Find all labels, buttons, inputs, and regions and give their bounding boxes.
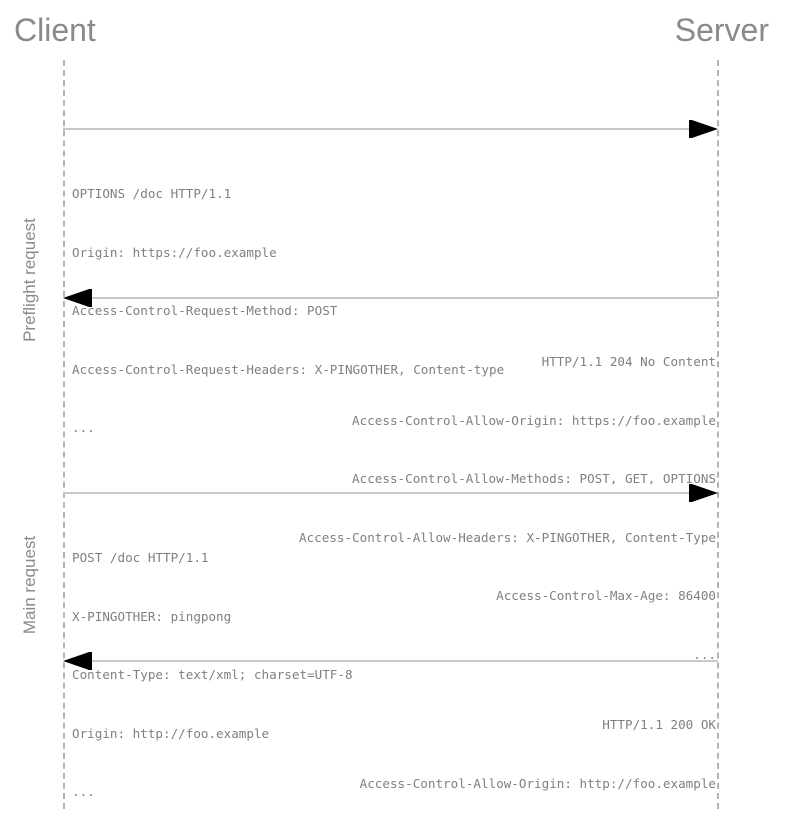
message-line: Origin: https://foo.example [72,244,277,260]
message-line: Access-Control-Allow-Methods: POST, GET,… [352,471,716,486]
arrow-preflight-request-rightward [63,120,718,138]
message-text-main-request: POST /doc HTTP/1.1 X-PINGOTHER: pingpong… [72,509,353,829]
message-text-preflight-request: OPTIONS /doc HTTP/1.1 Origin: https://fo… [72,145,504,477]
message-line: Access-Control-Allow-Headers: X-PINGOTHE… [298,529,716,545]
lifeline-client [63,60,65,809]
message-line: HTTP/1.1 200 OK [602,717,716,732]
message-line: ... [72,420,95,435]
message-line: Access-Control-Allow-Origin: http://foo.… [359,775,716,791]
message-line: OPTIONS /doc HTTP/1.1 [72,186,232,201]
message-line: Origin: http://foo.example [72,725,270,741]
message-line: Access-Control-Allow-Origin: https://foo… [352,412,716,428]
message-text-preflight-response: HTTP/1.1 204 No Content Access-Control-A… [299,313,716,703]
lifeline-server [717,60,719,809]
message-line: ... [693,646,716,662]
message-line: Content-Type: text/xml; charset=UTF-8 [72,667,353,682]
arrow-main-response-leftward [63,652,718,670]
message-line: Access-Control-Max-Age: 86400 [496,588,716,603]
actor-label-server: Server [674,12,769,48]
message-line: POST /doc HTTP/1.1 [72,550,209,565]
phase-label-preflight-request: Preflight request [20,218,39,342]
actor-label-client: Client [14,12,96,48]
message-line: Access-Control-Request-Method: POST [72,303,338,318]
message-line: Access-Control-Request-Headers: X-PINGOT… [72,361,505,377]
phase-label-main-request: Main request [20,535,39,635]
message-text-main-response: HTTP/1.1 200 OK Access-Control-Allow-Ori… [360,676,716,829]
message-line: X-PINGOTHER: pingpong [72,608,232,624]
arrow-preflight-response-leftward [63,289,718,307]
message-line: HTTP/1.1 204 No Content [541,354,716,369]
message-line: ... [72,784,95,799]
arrow-main-request-rightward [63,484,718,502]
